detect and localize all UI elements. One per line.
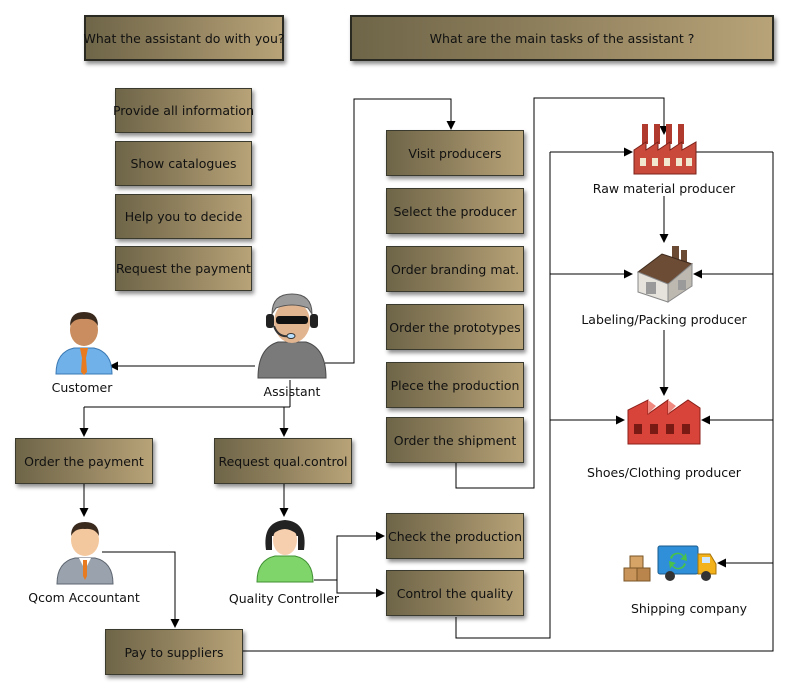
pay-suppliers-box: Pay to suppliers [105,629,243,675]
check-production-box: Check the production [386,513,524,559]
service-box: Help you to decide [115,194,252,239]
customer-label: Customer [51,380,113,395]
task-box: Order the shipment [386,417,524,463]
delivery-truck-icon [657,545,717,581]
service-box: Show catalogues [115,141,252,186]
assistant-label: Assistant [263,384,321,399]
line-pay-bus [243,152,774,652]
header-assistant-for-you: What the assistant do with you? [84,15,285,61]
shoes-label: Shoes/Clothing producer [587,465,741,480]
accountant-person-icon [56,522,114,585]
labeling-factory-icon [636,246,694,303]
arrow-qc-check [314,531,385,581]
control-quality-box: Control the quality [386,570,524,616]
arrow-qc-control [314,579,385,598]
raw-material-factory-icon [633,124,697,175]
service-box: Provide all information [113,88,254,133]
accountant-label: Qcom Accountant [28,590,140,605]
assistant-headset-icon [257,293,327,379]
arrow-accountant-pay [102,551,180,628]
raw-material-label: Raw material producer [592,181,736,196]
task-box: Select the producer [386,188,524,234]
order-payment-box: Order the payment [15,438,153,484]
quality-controller-person-icon [256,520,314,583]
shipping-label: Shipping company [630,601,748,616]
request-qc-box: Request qual.control [214,438,352,484]
arrow-to-order-payment [84,406,290,436]
arrow-assistant-visit [325,98,456,364]
task-box: Visit producers [386,130,524,176]
task-box: Order branding mat. [386,246,524,292]
customer-person-icon [55,312,113,375]
task-box: Order the prototypes [386,304,524,350]
shoes-factory-icon [627,399,701,445]
quality-controller-label: Quality Controller [228,591,340,606]
labeling-label: Labeling/Packing producer [581,312,747,327]
task-box: Plece the production [386,362,524,408]
header-main-tasks: What are the main tasks of the assistant… [350,15,774,61]
line-control-bus [455,152,551,639]
boxes-icon [623,555,651,582]
service-box: Request the payment [115,246,252,291]
arrow-shipment-raw [455,97,669,489]
